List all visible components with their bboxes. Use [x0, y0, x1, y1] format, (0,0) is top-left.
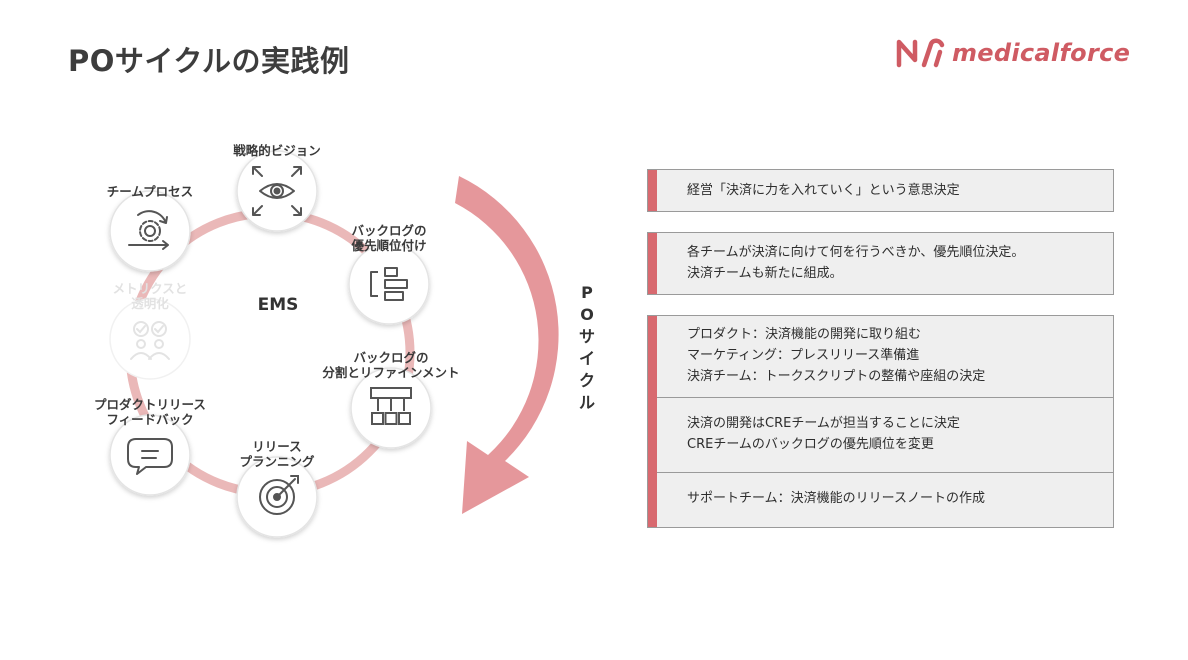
- node-label-backlog-priority: バックログの優先順位付け: [351, 223, 427, 253]
- panel-section-text: プロダクト：決済機能の開発に取り組む マーケティング：プレスリリース準備進 決済…: [687, 327, 986, 384]
- panel-team-priorities: 各チームが決済に向けて何を行うべきか、優先順位決定。 決済チームも新たに組成。: [647, 232, 1114, 295]
- speech-bubble-icon: [127, 438, 173, 475]
- eye-icon: [252, 166, 302, 216]
- target-icon: [259, 475, 299, 515]
- po-cycle-label-char: ル: [578, 393, 595, 412]
- panel-section-text: 決済の開発はCREチームが担当することに決定 CREチームのバックログの優先順位…: [687, 416, 960, 452]
- ems-label: EMS: [257, 295, 299, 315]
- po-cycle-label-char: サ: [578, 327, 595, 346]
- panel-team-actions: プロダクト：決済機能の開発に取り組む マーケティング：プレスリリース準備進 決済…: [647, 315, 1114, 528]
- panel-section-text: サポートチーム：決済機能のリリースノートの作成: [687, 491, 985, 506]
- node-metrics-transparency: [109, 298, 191, 380]
- team-check-icon: [130, 321, 170, 360]
- node-label-backlog-refinement: バックログの分割とリファインメント: [322, 350, 460, 380]
- panel-divider: [657, 472, 1113, 473]
- panel-divider: [657, 397, 1113, 398]
- priority-list-icon: [370, 267, 408, 301]
- node-backlog-priority: [348, 243, 430, 325]
- po-cycle-label-char: P: [581, 283, 593, 302]
- panel-text: 経営「決済に力を入れていく」という意思決定: [687, 183, 960, 198]
- cycle-arrow: [455, 176, 559, 514]
- node-label-metrics-transparency: メトリクスと透明化: [112, 281, 188, 311]
- node-release-planning: [236, 456, 318, 538]
- node-release-feedback: [109, 414, 191, 496]
- node-label-release-feedback: プロダクトリリースフィードバック: [94, 397, 206, 427]
- gear-cycle-icon: [128, 210, 169, 250]
- page-title: POサイクルの実践例: [68, 44, 350, 78]
- node-strategic-vision: [236, 150, 318, 232]
- brand-logo: medicalforce: [896, 36, 1130, 70]
- medicalforce-logo-icon: [896, 38, 945, 68]
- po-cycle-label-char: イ: [578, 349, 595, 368]
- po-cycle-label-char: ク: [578, 371, 595, 390]
- panel-text: 各チームが決済に向けて何を行うべきか、優先順位決定。 決済チームも新たに組成。: [687, 245, 1025, 281]
- node-backlog-refinement: [350, 367, 432, 449]
- node-label-team-process: チームプロセス: [106, 184, 194, 199]
- node-label-release-planning: リリースプランニング: [239, 439, 315, 469]
- po-cycle-label-char: O: [580, 305, 594, 324]
- hierarchy-icon: [370, 387, 412, 425]
- node-label-strategic-vision: 戦略的ビジョン: [233, 143, 321, 158]
- brand-name: medicalforce: [952, 39, 1131, 67]
- node-team-process: [109, 190, 191, 272]
- panel-executive-decision: 経営「決済に力を入れていく」という意思決定: [647, 169, 1114, 212]
